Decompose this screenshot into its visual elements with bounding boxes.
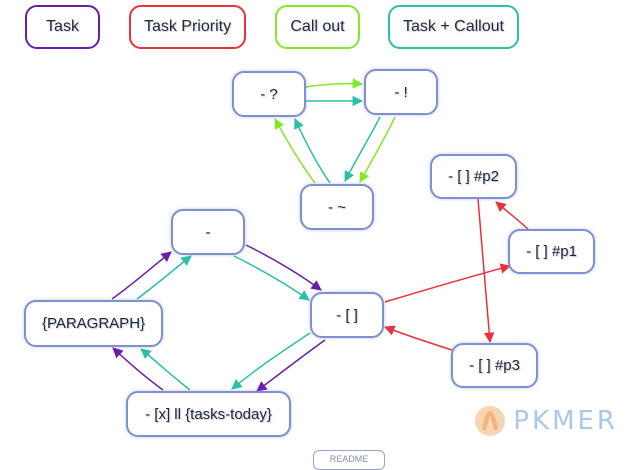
readme-button-label: README <box>329 454 369 464</box>
node-tilde-label: - ~ <box>328 198 346 216</box>
edge-p2-to-p3 <box>477 198 495 344</box>
node-p3-label: - [ ] #p3 <box>469 357 520 374</box>
node-dash-label: - <box>205 223 211 241</box>
readme-button[interactable]: README <box>313 450 385 470</box>
node-question[interactable]: - ? <box>232 71 306 117</box>
node-p1[interactable]: - [ ] #p1 <box>508 229 595 274</box>
pkmer-watermark-text: PKMER <box>513 406 618 436</box>
legend-task[interactable]: Task <box>25 5 100 49</box>
edge-tilde-to-question-taskcallout <box>294 118 331 184</box>
edge-paragraph-to-dash-taskcallout <box>136 255 192 300</box>
edge-todo-to-p1 <box>384 263 512 303</box>
node-p1-label: - [ ] #p1 <box>526 243 577 260</box>
legend-call-out-label: Call out <box>290 18 345 35</box>
edge-bang-to-tilde-taskcallout <box>344 116 381 182</box>
legend-task-callout[interactable]: Task + Callout <box>388 5 519 49</box>
edge-tasks-to-paragraph-task <box>112 347 164 391</box>
node-tasks-today-label: - [x] ll {tasks-today} <box>145 405 272 423</box>
legend-task-label: Task <box>46 18 79 35</box>
legend-task-priority[interactable]: Task Priority <box>129 5 246 49</box>
legend-task-priority-label: Task Priority <box>143 18 232 35</box>
node-paragraph[interactable]: {PARAGRAPH} <box>24 300 163 347</box>
pkmer-watermark: PKMER <box>473 404 618 438</box>
node-tasks-today[interactable]: - [x] ll {tasks-today} <box>126 391 291 437</box>
edge-todo-to-tasks-task <box>256 339 326 392</box>
edge-question-to-bang-callout <box>305 78 364 89</box>
node-p3[interactable]: - [ ] #p3 <box>451 343 538 388</box>
node-p2[interactable]: - [ ] #p2 <box>430 154 517 199</box>
edge-todo-to-tasks-taskcallout <box>231 332 311 390</box>
node-todo-label: - [ ] <box>336 306 358 324</box>
node-p2-label: - [ ] #p2 <box>448 168 499 185</box>
edge-p3-to-todo <box>384 325 453 351</box>
node-paragraph-label: {PARAGRAPH} <box>41 315 146 332</box>
edge-tasks-to-paragraph-taskcallout <box>140 348 191 391</box>
edge-dash-to-todo-taskcallout <box>233 255 310 301</box>
legend-task-callout-label: Task + Callout <box>403 18 504 35</box>
edge-dash-to-todo-task <box>245 244 322 291</box>
node-todo[interactable]: - [ ] <box>310 292 384 338</box>
edge-bang-to-tilde-callout <box>359 116 396 183</box>
node-bang-label: - ! <box>394 83 408 101</box>
node-bang[interactable]: - ! <box>364 69 438 115</box>
edge-p1-to-p2 <box>495 201 529 230</box>
node-question-label: - ? <box>260 85 278 103</box>
node-tilde[interactable]: - ~ <box>300 184 374 230</box>
edge-tilde-to-question-callout <box>274 118 316 184</box>
edge-paragraph-to-dash-task <box>111 251 172 300</box>
pkmer-logo-icon <box>475 406 506 436</box>
node-dash[interactable]: - <box>171 209 245 255</box>
legend-call-out[interactable]: Call out <box>275 5 360 49</box>
